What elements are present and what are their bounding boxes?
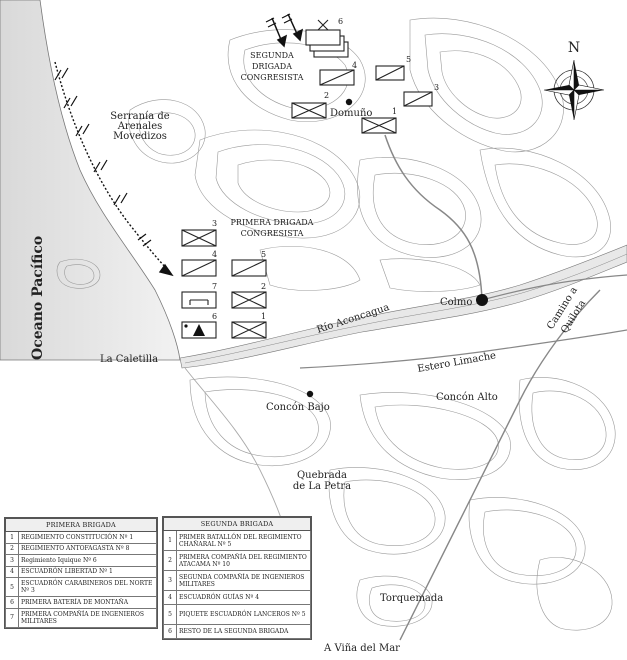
unit-num-p5: 5	[261, 250, 266, 259]
legend-text: Regimiento Iquique Nº 6	[18, 554, 157, 567]
legend-text: ESCUADRÓN GUÍAS Nº 4	[176, 590, 311, 605]
compass-n-label: N	[568, 40, 580, 56]
torquemada-label: Torquemada	[380, 593, 443, 604]
unit-num-p1: 1	[261, 312, 266, 321]
legend-text: PRIMERA COMPAÑÍA DE INGENIEROS MILITARES	[18, 607, 157, 628]
serrania-label-3: Movedizos	[113, 131, 167, 142]
unit-num-s1: 1	[392, 107, 397, 116]
town-dot-colmo	[476, 294, 488, 306]
unit-symbols-primera	[181, 229, 267, 339]
road-camino-quilota	[399, 289, 601, 641]
legend-text: ESCUADRÓN LIBERTAD Nº 1	[18, 565, 157, 578]
unit-num-p3: 3	[212, 219, 217, 228]
legend-text: REGIMIENTO ANTOFAGASTA Nº 8	[18, 542, 157, 555]
contour-lines	[56, 17, 616, 631]
segunda-brigada-label-1: SEGUNDA	[250, 51, 294, 60]
road-domuno-colmo	[384, 134, 483, 301]
estero-limache	[299, 329, 627, 369]
legend-text: SEGUNDA COMPAÑÍA DE INGENIEROS MILITARES	[176, 570, 311, 591]
unit-symbols-segunda	[291, 19, 433, 134]
legend-num: 5	[5, 577, 19, 597]
concon-bajo-label: Concón Bajo	[266, 402, 330, 413]
legend-num: 6	[163, 624, 177, 639]
legend-primera-header: PRIMERA BRIGADA	[5, 518, 157, 532]
legend-num: 1	[163, 530, 177, 551]
legend-num: 5	[163, 604, 177, 625]
legend-text: RESTO DE LA SEGUNDA BRIGADA	[176, 624, 311, 639]
legend-num: 6	[5, 596, 19, 609]
concon-alto-label: Concón Alto	[436, 392, 498, 403]
vina-del-mar-label: A Viña del Mar	[323, 643, 400, 654]
unit-num-s3: 3	[434, 83, 439, 92]
legend-text: PRIMERA BATERÍA DE MONTAÑA	[18, 596, 157, 609]
legend-num: 3	[5, 554, 19, 567]
road-colmo-east	[481, 274, 627, 301]
movement-arrows-coast	[54, 61, 174, 277]
legend-num: 7	[5, 607, 19, 628]
unit-num-p7: 7	[212, 282, 217, 291]
movement-arrows-north	[265, 13, 304, 48]
unit-num-s5: 5	[406, 55, 411, 64]
legend-num: 2	[163, 550, 177, 571]
quebrada-label-2: de La Petra	[293, 481, 351, 492]
primera-brigada-label-1: PRIMERA DRIGADA	[231, 218, 314, 227]
legend-segunda-header: SEGUNDA BRIGADA	[163, 517, 311, 531]
legend-text: REGIMIENTO CONSTITUCIÓN Nº 1	[18, 531, 157, 544]
battery-dot	[184, 324, 188, 328]
legend-text: PRIMER BATALLÓN DEL REGIMIENTO CHAÑARAL …	[176, 530, 311, 551]
legend-num: 2	[5, 542, 19, 555]
unit-num-s6: 6	[338, 17, 343, 26]
estero-limache-label: Estero Limache	[417, 350, 497, 375]
unit-num-s2: 2	[324, 91, 329, 100]
quebrada-label-1: Quebrada	[297, 470, 347, 481]
town-dot-domuno	[345, 98, 353, 106]
unit-num-p4: 4	[212, 250, 217, 259]
unit-num-p2: 2	[261, 282, 266, 291]
serrania-label-2: Arenales	[117, 121, 163, 132]
ocean-area	[0, 0, 181, 361]
town-dot-concon-bajo	[306, 390, 314, 398]
unit-num-s4: 4	[352, 61, 357, 70]
ocean-label: Oceano Pacífico	[30, 236, 46, 360]
domuno-label: Domuño	[330, 108, 372, 119]
legend-text: PRIMERA COMPAÑÍA DEL REGIMIENTO ATACAMA …	[176, 550, 311, 571]
segunda-brigada-label-2: DRIGADA	[252, 62, 292, 71]
legend-num: 4	[5, 565, 19, 578]
legend-text: ESCUADRÓN CARABINEROS DEL NORTE Nº 3	[18, 577, 157, 597]
segunda-brigada-label-3: CONGRESISTA	[241, 73, 304, 82]
legend-num: 4	[163, 590, 177, 605]
legend-text: PIQUETE ESCUADRÓN LANCEROS Nº 5	[176, 604, 311, 625]
primera-brigada-label-2: CONGRESISTA	[241, 229, 304, 238]
unit-num-p6: 6	[212, 312, 217, 321]
colmo-label: Colmo	[440, 297, 472, 308]
la-caletilla-label: La Caletilla	[100, 354, 158, 365]
legend-num: 3	[163, 570, 177, 591]
rio-aconcagua	[179, 244, 627, 369]
compass-rose-icon	[543, 59, 605, 121]
serrania-label-1: Serranía de	[110, 111, 169, 122]
battery-triangle	[193, 324, 205, 336]
legend-num: 1	[5, 531, 19, 544]
